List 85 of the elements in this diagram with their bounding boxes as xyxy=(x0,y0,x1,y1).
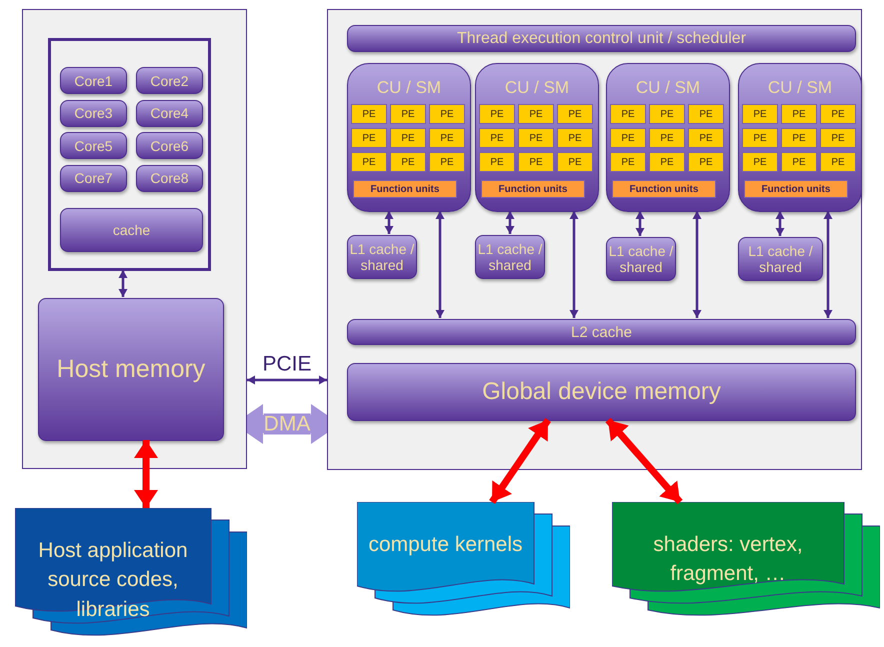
processing-element-box: PE xyxy=(610,128,646,148)
processing-element-box: PE xyxy=(518,104,554,124)
arrow xyxy=(570,211,578,318)
system-panel xyxy=(327,9,862,470)
memory-block: Core7 xyxy=(60,164,127,192)
processing-element-box: PE xyxy=(820,128,856,148)
memory-block: L2 cache xyxy=(347,319,856,345)
processing-element-box: PE xyxy=(781,128,817,148)
document-label: compute kernels xyxy=(367,532,524,558)
processing-element-box: PE xyxy=(557,104,593,124)
arrow xyxy=(134,440,158,508)
processing-element-box: PE xyxy=(742,104,778,124)
processing-element-box: PE xyxy=(518,128,554,148)
processing-element-box: PE xyxy=(351,152,387,172)
memory-block: L1 cache / shared xyxy=(475,235,545,279)
arrow xyxy=(605,418,683,504)
memory-block: Global device memory xyxy=(347,363,856,421)
compute-unit-box xyxy=(738,63,862,212)
arrow xyxy=(692,211,702,318)
arrow xyxy=(384,211,394,234)
processing-element-box: PE xyxy=(479,104,515,124)
processing-element-box: PE xyxy=(742,152,778,172)
memory-block: L1 cache / shared xyxy=(606,237,676,281)
processing-element-box: PE xyxy=(649,152,685,172)
processing-element-box: PE xyxy=(390,104,426,124)
memory-block: Core2 xyxy=(136,67,203,94)
document-label: Host application source codes, libraries xyxy=(37,538,189,623)
memory-block: cache xyxy=(60,208,203,252)
arrow xyxy=(118,270,128,297)
unit-title: CU / SM xyxy=(376,78,442,98)
processing-element-box: PE xyxy=(518,152,554,172)
processing-element-box: PE xyxy=(781,104,817,124)
processing-element-box: PE xyxy=(557,128,593,148)
processing-element-box: PE xyxy=(820,104,856,124)
function-unit-bar: Function units xyxy=(612,180,716,198)
memory-block: Thread execution control unit / scheduler xyxy=(347,25,856,52)
processing-element-box: PE xyxy=(649,104,685,124)
memory-block: Core5 xyxy=(60,132,127,159)
arrow xyxy=(489,418,551,504)
memory-block: Core1 xyxy=(60,67,127,94)
compute-unit-box xyxy=(475,63,599,212)
compute-unit-box xyxy=(347,63,471,212)
function-unit-bar: Function units xyxy=(481,180,585,198)
edge-label: DMA xyxy=(264,414,310,434)
processing-element-box: PE xyxy=(429,104,465,124)
processing-element-box: PE xyxy=(390,128,426,148)
processing-element-box: PE xyxy=(820,152,856,172)
arrow xyxy=(247,376,327,384)
processing-element-box: PE xyxy=(688,128,724,148)
compute-unit-box xyxy=(606,63,730,212)
memory-block: Core3 xyxy=(60,100,127,126)
function-unit-bar: Function units xyxy=(744,180,848,198)
processing-element-box: PE xyxy=(479,152,515,172)
processing-element-box: PE xyxy=(390,152,426,172)
processing-element-box: PE xyxy=(351,104,387,124)
function-unit-bar: Function units xyxy=(353,180,457,198)
arrow xyxy=(776,211,784,236)
processing-element-box: PE xyxy=(610,152,646,172)
processing-element-box: PE xyxy=(429,128,465,148)
memory-block: Core4 xyxy=(136,100,203,126)
processing-element-box: PE xyxy=(557,152,593,172)
memory-block: L1 cache / shared xyxy=(738,237,823,281)
processing-element-box: PE xyxy=(610,104,646,124)
arrow xyxy=(436,211,444,318)
unit-title: CU / SM xyxy=(636,78,700,98)
memory-block: Core8 xyxy=(136,164,203,192)
arrow xyxy=(824,211,832,318)
processing-element-box: PE xyxy=(688,152,724,172)
processing-element-box: PE xyxy=(742,128,778,148)
processing-element-box: PE xyxy=(649,128,685,148)
system-panel xyxy=(22,9,247,469)
memory-block: Core6 xyxy=(136,132,203,159)
processing-element-box: PE xyxy=(479,128,515,148)
processing-element-box: PE xyxy=(351,128,387,148)
system-panel xyxy=(48,38,211,271)
processing-element-box: PE xyxy=(781,152,817,172)
document-label: shaders: vertex, fragment, … xyxy=(652,532,804,588)
processing-element-box: PE xyxy=(429,152,465,172)
memory-block: Host memory xyxy=(38,298,224,441)
arrow xyxy=(506,211,514,234)
processing-element-box: PE xyxy=(688,104,724,124)
memory-block: L1 cache / shared xyxy=(347,235,417,279)
unit-title: CU / SM xyxy=(504,78,570,98)
arrow xyxy=(636,211,644,236)
unit-title: CU / SM xyxy=(768,78,832,98)
